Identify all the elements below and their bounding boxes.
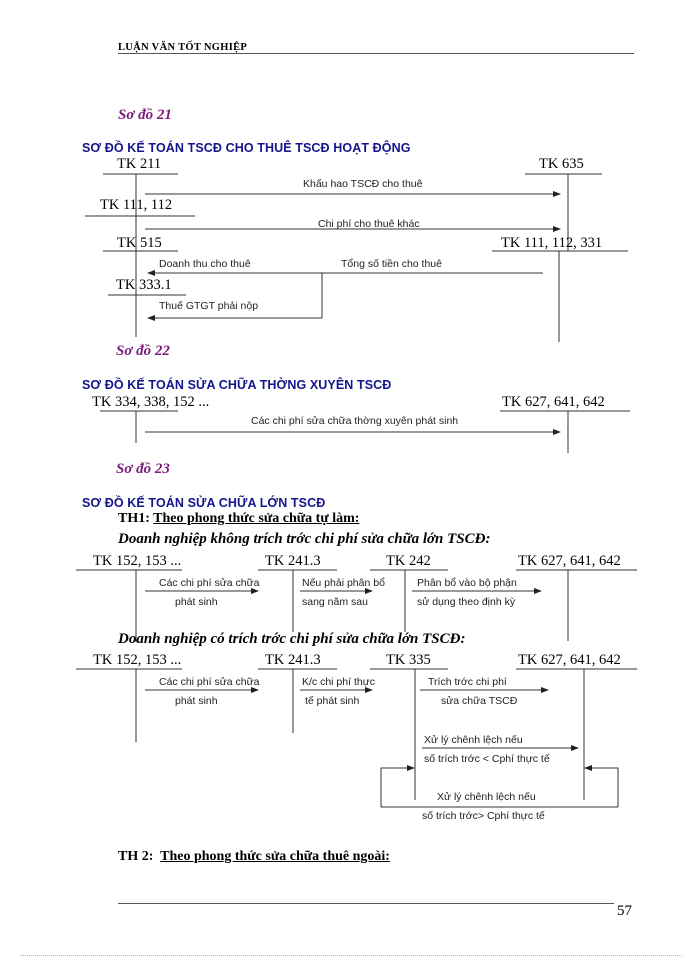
account-tk515: TK 515	[117, 235, 162, 251]
account-tk635: TK 635	[539, 156, 584, 172]
flow-accrual-line2: sửa chữa TSCĐ	[441, 695, 518, 707]
account-tk152-153: TK 152, 153 ...	[93, 652, 182, 668]
th2-heading: TH 2: Theo phong thức sửa chữa thuê ngoà…	[118, 849, 390, 865]
flow-repair-costs-line1: Các chi phí sửa chữa	[159, 676, 260, 688]
flow-allocate-line1: Nếu phải phân bổ	[302, 577, 385, 589]
account-tk152-153: TK 152, 153 ...	[93, 553, 182, 569]
diagram22-title: SƠ ĐỒ KẾ TOÁN SỬA CHỮA THỜNG XUYÊN TSCĐ	[82, 378, 392, 392]
account-tk2413: TK 241.3	[265, 553, 321, 569]
flow-repair-costs-line2: phát sinh	[175, 695, 218, 707]
flow-accrual-line1: Trích trớc chi phí	[428, 676, 507, 688]
th1-text: Theo phong thức sửa chữa tự làm:	[153, 511, 360, 526]
flow-transfer-line2: tế phát sinh	[305, 695, 360, 707]
diagram21-lines	[85, 173, 628, 342]
flow-periodic-line2: sử dụng theo định kỳ	[417, 596, 516, 608]
diagram23b-lines	[76, 668, 637, 808]
flow-repair-costs-line1: Các chi phí sửa chữa	[159, 577, 260, 589]
diagram22-label: Sơ đồ 22	[116, 343, 170, 359]
adjust-less-line2: số trích trớc < Cphí thực tế	[424, 753, 550, 765]
account-tk3331: TK 333.1	[116, 277, 172, 293]
flow-regular-repair: Các chi phí sửa chữa thờng xuyên phát si…	[251, 415, 459, 427]
page-boundary	[20, 955, 682, 956]
diagram23-title: SƠ ĐỒ KẾ TOÁN SỬA CHỮA LỚN TSCĐ	[82, 496, 326, 510]
account-tk242: TK 242	[386, 553, 431, 569]
flow-transfer-line1: K/c chi phí thực	[302, 676, 375, 688]
th1-prefix: TH1:	[118, 511, 150, 526]
account-tk334-338-152: TK 334, 338, 152 ...	[92, 394, 210, 410]
th1-heading: TH1: Theo phong thức sửa chữa tự làm:	[118, 511, 359, 527]
page-number: 57	[617, 903, 632, 919]
diagram21-title: SƠ ĐỒ KẾ TOÁN TSCĐ CHO THUÊ TSCĐ HOẠT ĐỘ…	[82, 141, 411, 155]
account-tk111-112-331: TK 111, 112, 331	[501, 235, 603, 251]
flow-periodic-line1: Phân bổ vào bộ phận	[417, 577, 517, 589]
account-tk2413: TK 241.3	[265, 652, 321, 668]
adjust-more-line2: số trích trớc> Cphí thực tế	[422, 810, 545, 822]
case-b-heading: Doanh nghiệp có trích trớc chi phí sửa c…	[118, 631, 466, 647]
diagram23a-lines	[76, 569, 637, 642]
th2-prefix: TH 2:	[118, 849, 154, 864]
account-tk335: TK 335	[386, 652, 431, 668]
diagram21-label: Sơ đồ 21	[118, 107, 172, 123]
adjust-less-line1: Xử lý chênh lệch nếu	[424, 734, 523, 746]
account-tk627-641-642: TK 627, 641, 642	[502, 394, 605, 410]
th2-text: Theo phong thức sửa chữa thuê ngoài:	[160, 849, 390, 864]
flow-repair-costs-line2: phát sinh	[175, 596, 218, 608]
case-a-heading: Doanh nghiệp không trích trớc chi phí sử…	[118, 531, 491, 547]
adjust-more-line1: Xử lý chênh lệch nếu	[437, 791, 536, 803]
flow-allocate-line2: sang năm sau	[302, 596, 368, 608]
flow-depreciation: Khấu hao TSCĐ cho thuê	[303, 178, 423, 190]
footer-divider	[118, 903, 614, 904]
diagram22-lines	[100, 410, 630, 453]
account-tk627-641-642: TK 627, 641, 642	[518, 553, 621, 569]
account-tk111-112: TK 111, 112	[100, 197, 173, 213]
header-divider	[118, 53, 634, 54]
flow-revenue: Doanh thu cho thuê	[159, 258, 251, 270]
account-tk211: TK 211	[117, 156, 162, 172]
account-tk627-641-642: TK 627, 641, 642	[518, 652, 621, 668]
flow-total-rent: Tổng số tiền cho thuê	[341, 258, 442, 270]
flow-other-costs: Chi phí cho thuê khác	[318, 218, 420, 230]
page-header-title: LUẬN VĂN TỐT NGHIỆP	[118, 42, 248, 53]
flow-vat: Thuế GTGT phải nộp	[159, 300, 259, 312]
diagram23-label: Sơ đồ 23	[116, 461, 170, 477]
